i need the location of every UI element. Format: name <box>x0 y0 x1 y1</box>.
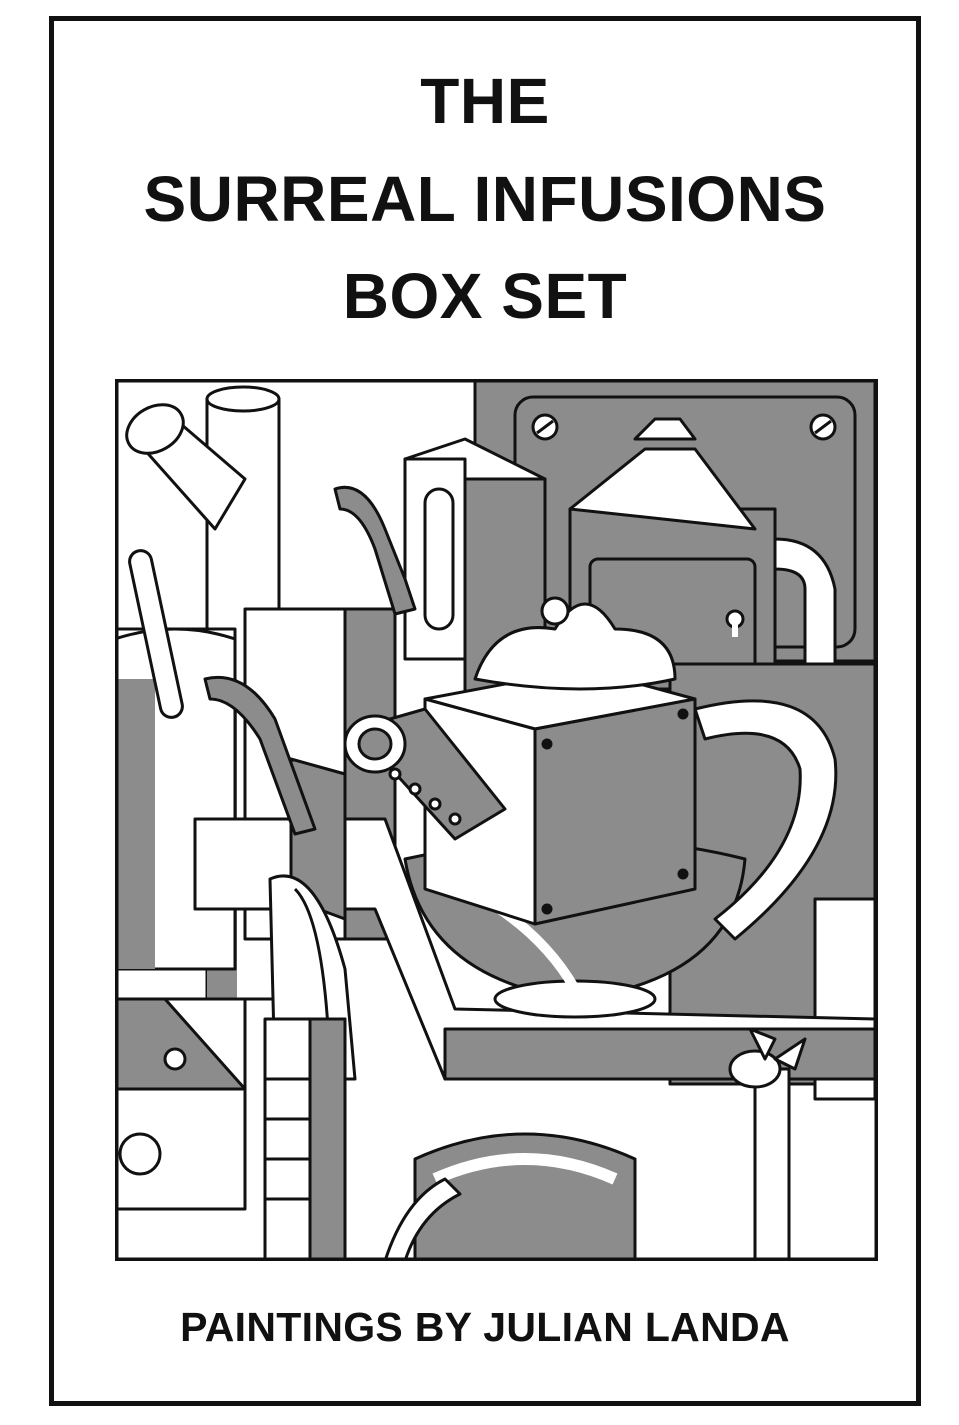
author-credit: PAINTINGS BY JULIAN LANDA <box>180 1304 790 1350</box>
spoon <box>128 549 184 719</box>
lid-knob <box>540 596 570 626</box>
teapot-handle <box>693 699 838 941</box>
cover-illustration <box>115 379 878 1261</box>
title-line-3: BOX SET <box>342 260 628 332</box>
bow <box>748 1027 807 1071</box>
teapot-lid <box>473 602 677 691</box>
vertical-pipe <box>753 1067 791 1261</box>
title-line-1: THE <box>420 65 550 137</box>
bent-pipe-left <box>203 675 317 836</box>
coiled-pipe <box>383 1177 462 1261</box>
bent-pipe-top <box>333 486 417 616</box>
cover-frame: THE SURREAL INFUSIONS BOX SET <box>49 16 921 1406</box>
title-line-2: SURREAL INFUSIONS <box>143 163 827 235</box>
glass-lid <box>568 447 757 531</box>
